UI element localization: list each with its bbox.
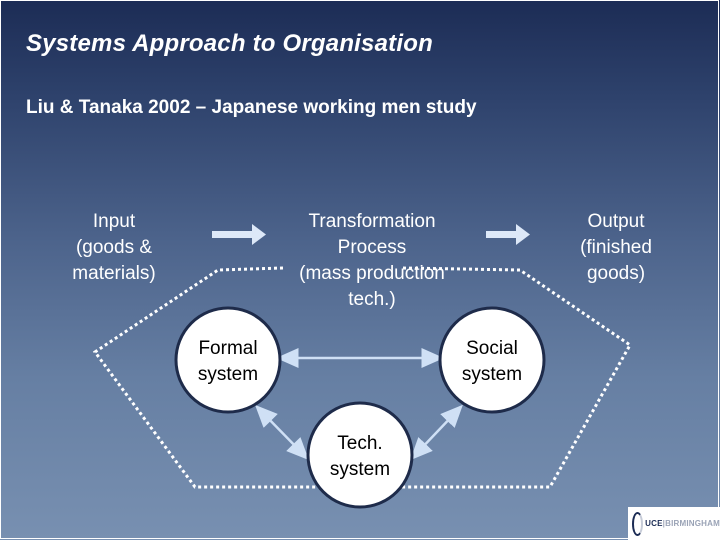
slide-subtitle: Liu & Tanaka 2002 – Japanese working men… bbox=[26, 97, 477, 118]
output-label: Output (finished goods) bbox=[580, 211, 652, 284]
logo-name: BIRMINGHAM bbox=[665, 519, 720, 528]
social-system-circle bbox=[438, 306, 546, 414]
uce-birmingham-logo: UCE|BIRMINGHAM bbox=[628, 507, 720, 540]
tech-system-circle bbox=[306, 401, 414, 509]
logo-separator: | bbox=[662, 519, 666, 528]
social-tech-connector bbox=[410, 404, 463, 461]
logo-mark-text: UCE bbox=[645, 519, 663, 528]
formal-tech-connector bbox=[255, 404, 309, 461]
formal-system-label: Formal system bbox=[197, 338, 259, 385]
tech-system-label: Tech. system bbox=[329, 433, 391, 480]
transformation-label: Transformation Process (mass production … bbox=[299, 211, 445, 310]
transformation-to-output-arrow bbox=[486, 224, 530, 245]
uce-logo-icon bbox=[632, 511, 644, 536]
formal-system-circle bbox=[174, 306, 282, 414]
slide-title: Systems Approach to Organisation bbox=[26, 30, 433, 57]
logo-text: UCE|BIRMINGHAM bbox=[645, 519, 720, 528]
social-system-label: Social system bbox=[461, 338, 523, 385]
input-label: Input (goods & materials) bbox=[72, 211, 156, 284]
input-to-transformation-arrow bbox=[212, 224, 266, 245]
